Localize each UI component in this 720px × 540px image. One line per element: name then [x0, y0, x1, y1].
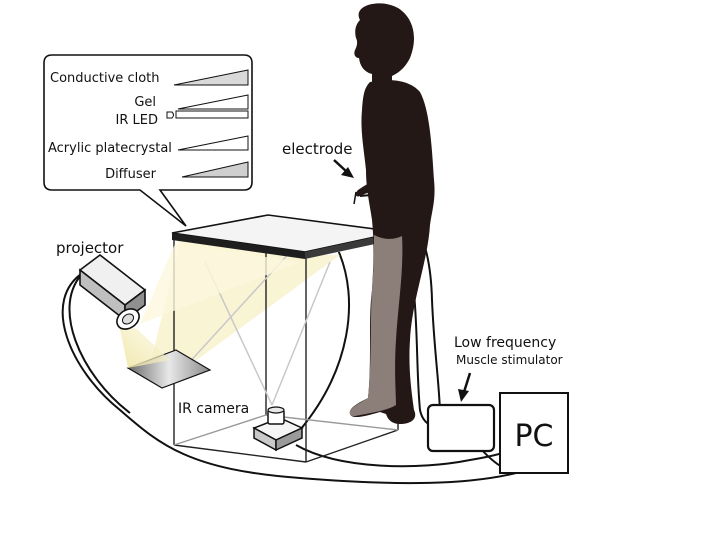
leg-highlight: [349, 235, 403, 417]
layer-diffuser: [181, 161, 249, 178]
ir-camera: [252, 406, 304, 452]
label-acrylic: Acrylic platecrystal: [48, 141, 172, 156]
electrode-contact: [353, 191, 357, 205]
projector-beam: [118, 320, 170, 368]
label-ir-led: IR LED: [116, 113, 158, 128]
label-ir-camera: IR camera: [178, 401, 249, 417]
layer-acrylic: [177, 135, 249, 151]
table-top-edge: [172, 233, 305, 259]
pc-label: PC: [514, 419, 553, 454]
layer-ir-led-plate: [175, 110, 249, 119]
layer-conductive-cloth: [173, 69, 249, 86]
muscle-stimulator-device: [426, 403, 496, 453]
layer-callout: [43, 54, 253, 227]
label-muscle-stimulator: Muscle stimulator: [456, 353, 563, 367]
electrode-arrow: [333, 159, 354, 178]
label-gel: Gel: [134, 95, 156, 110]
label-electrode: electrode: [282, 140, 353, 158]
ir-led-icon: [166, 111, 174, 119]
label-conductive-cloth: Conductive cloth: [50, 71, 160, 86]
projector: [78, 253, 147, 330]
layer-gel: [177, 94, 249, 110]
label-projector: projector: [56, 239, 124, 257]
label-diffuser: Diffuser: [105, 167, 157, 182]
pc-box: [499, 392, 569, 474]
label-low-frequency: Low frequency: [454, 335, 556, 351]
stimulator-arrow: [458, 372, 472, 402]
